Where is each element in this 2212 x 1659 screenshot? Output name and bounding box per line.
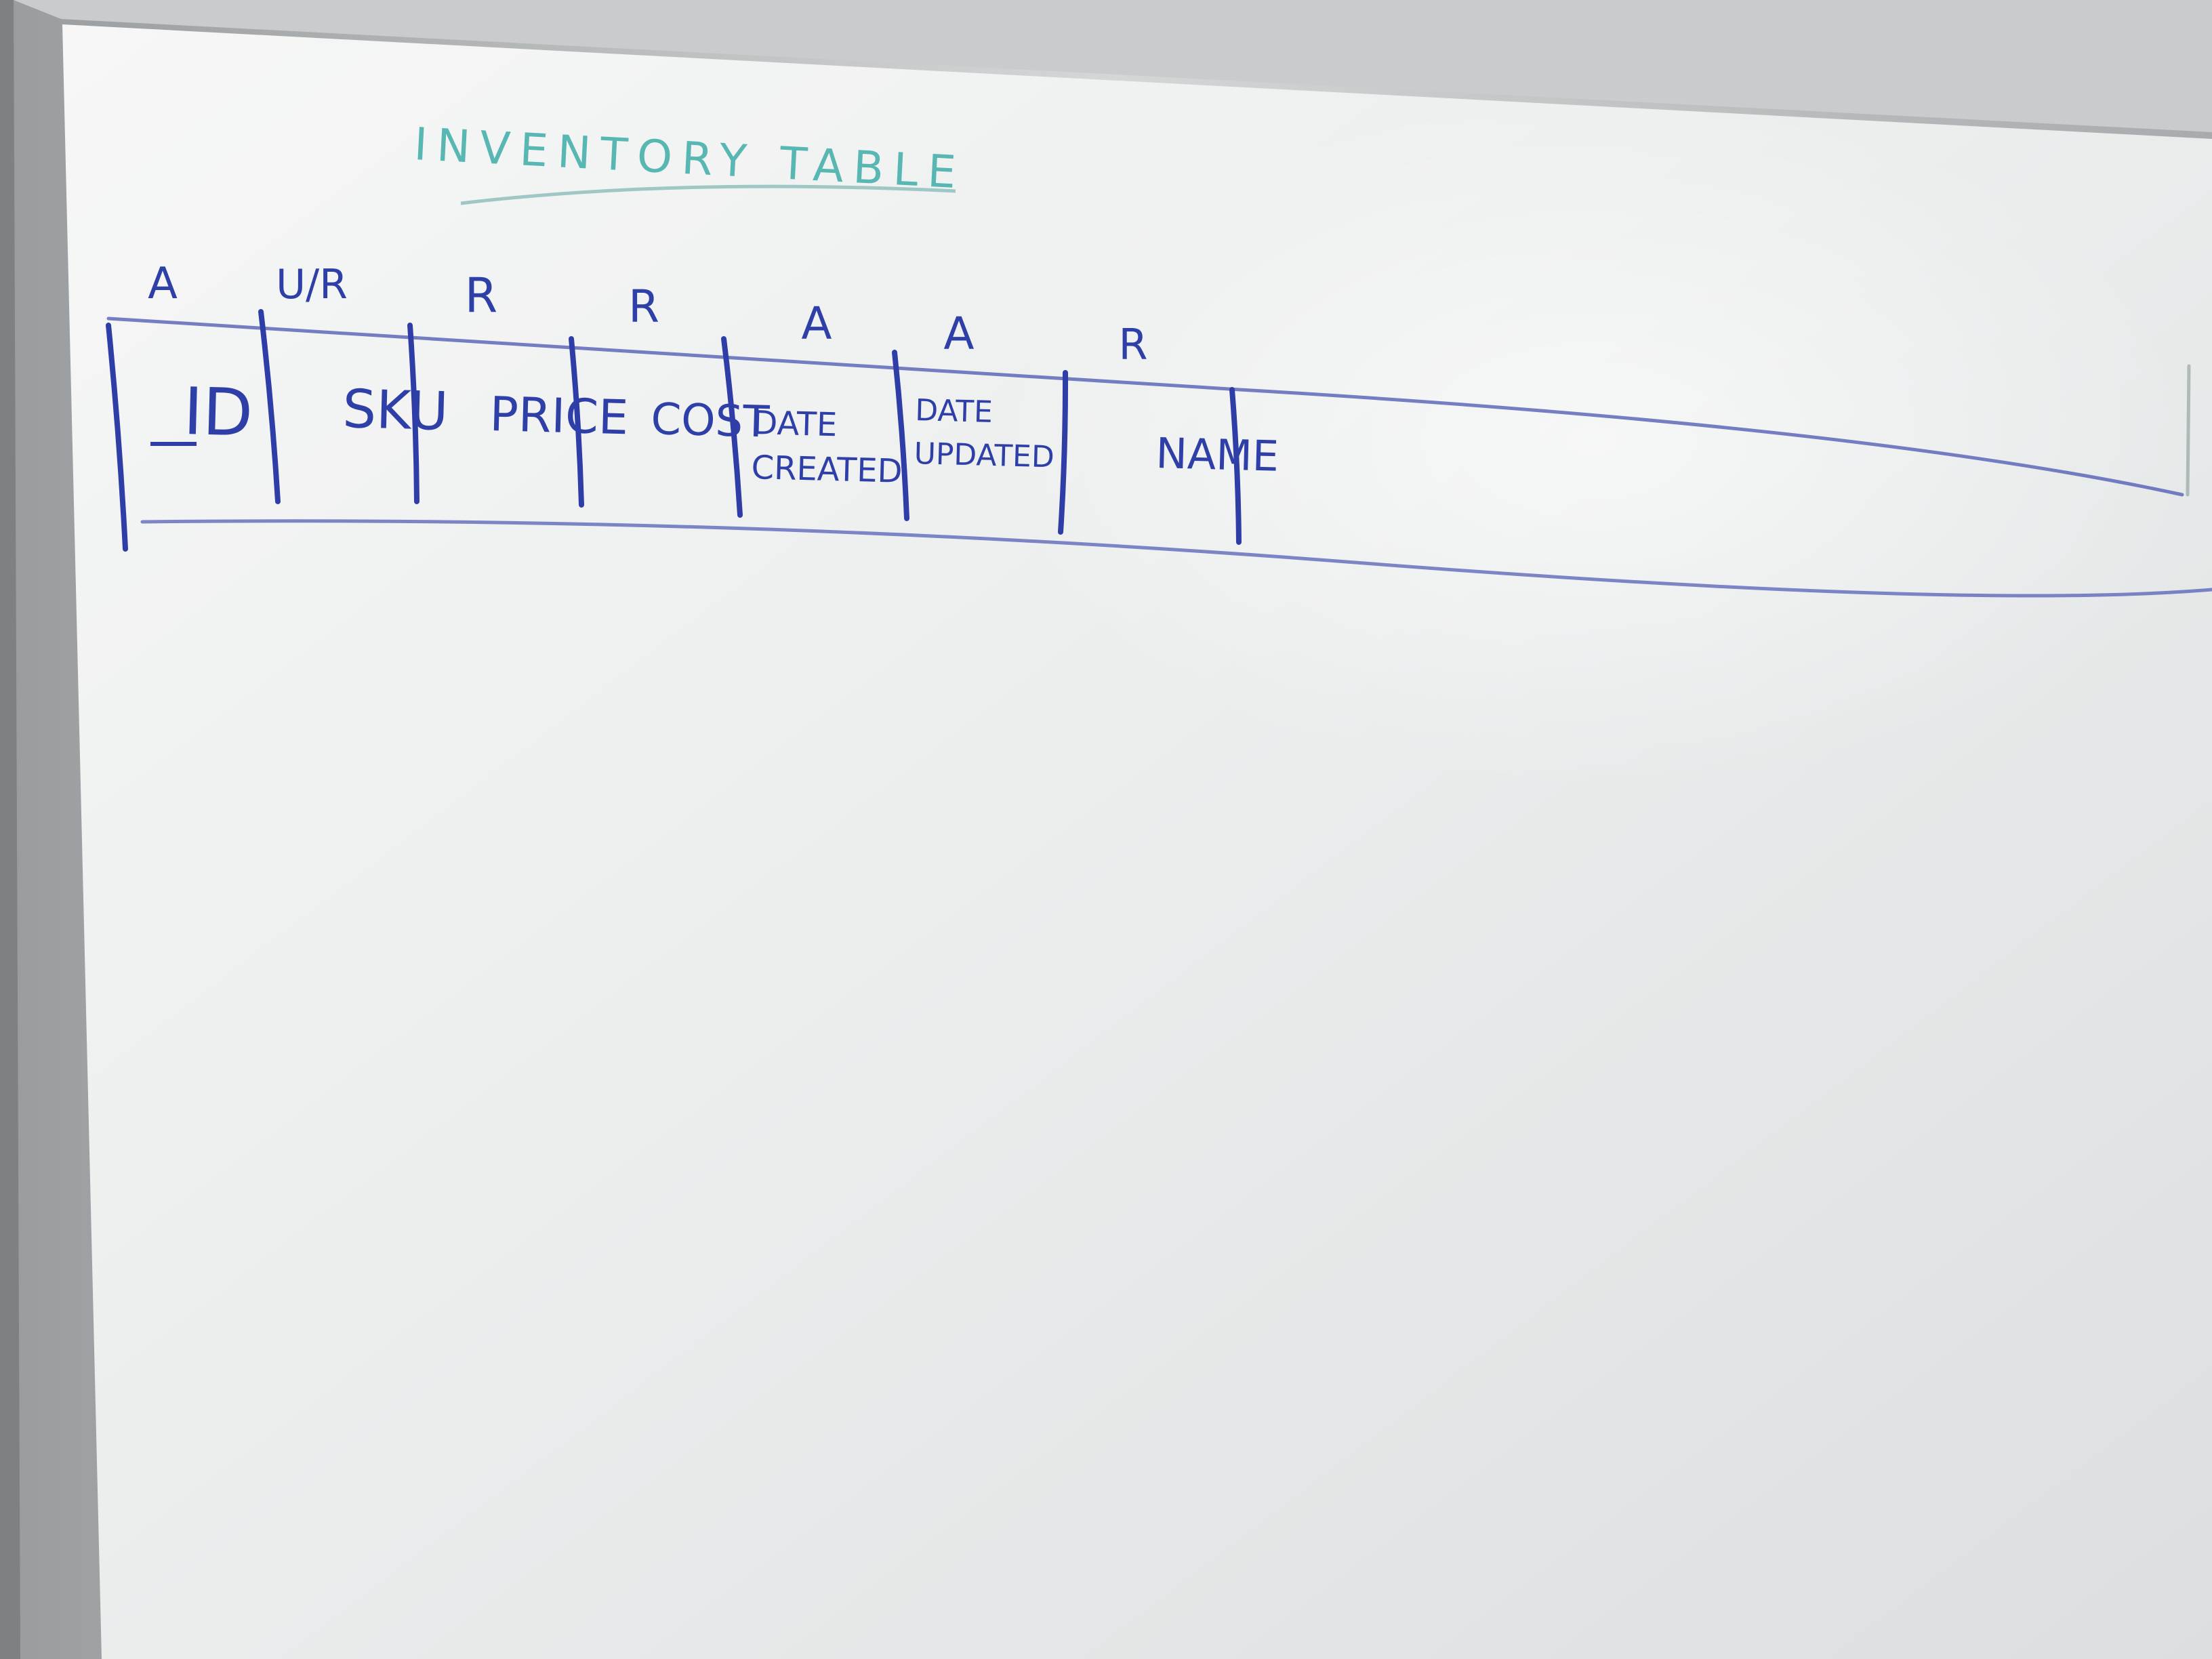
column-header: DATE [752,404,838,444]
column-dividers [106,309,1242,552]
column-divider [106,323,128,552]
column-divider [569,336,584,508]
column-divider [721,336,743,518]
column-divider [407,323,419,504]
column-header: NAME [1155,428,1279,481]
light-glare [983,88,2203,793]
column-access-marker: A [148,259,178,309]
column-access-marker: A [801,298,832,350]
column-access-marker: A [943,308,974,360]
column-header: COST [651,394,771,448]
column-divider [892,350,909,521]
column-header: SKU [342,379,449,443]
column-access-marker: R [1118,320,1147,369]
column-header: PRICE [489,386,630,445]
column-divider [1229,387,1242,545]
column-divider [258,309,281,504]
title-underline [460,184,956,205]
column-header: DATE [915,393,994,430]
inventory-table: A ID U/R SKU R PRICE R COST A DATE CREATED A DATE UPD… [148,259,1279,491]
column-access-marker: R [465,268,498,323]
column-header: UPDATED [914,436,1054,474]
column-access-marker: R [628,281,659,333]
column-divider [1058,370,1069,535]
column-header: ID [182,373,253,451]
column-header: CREATED [751,449,903,491]
column-access-marker: U/R [276,261,348,308]
table-outline [106,316,2212,598]
